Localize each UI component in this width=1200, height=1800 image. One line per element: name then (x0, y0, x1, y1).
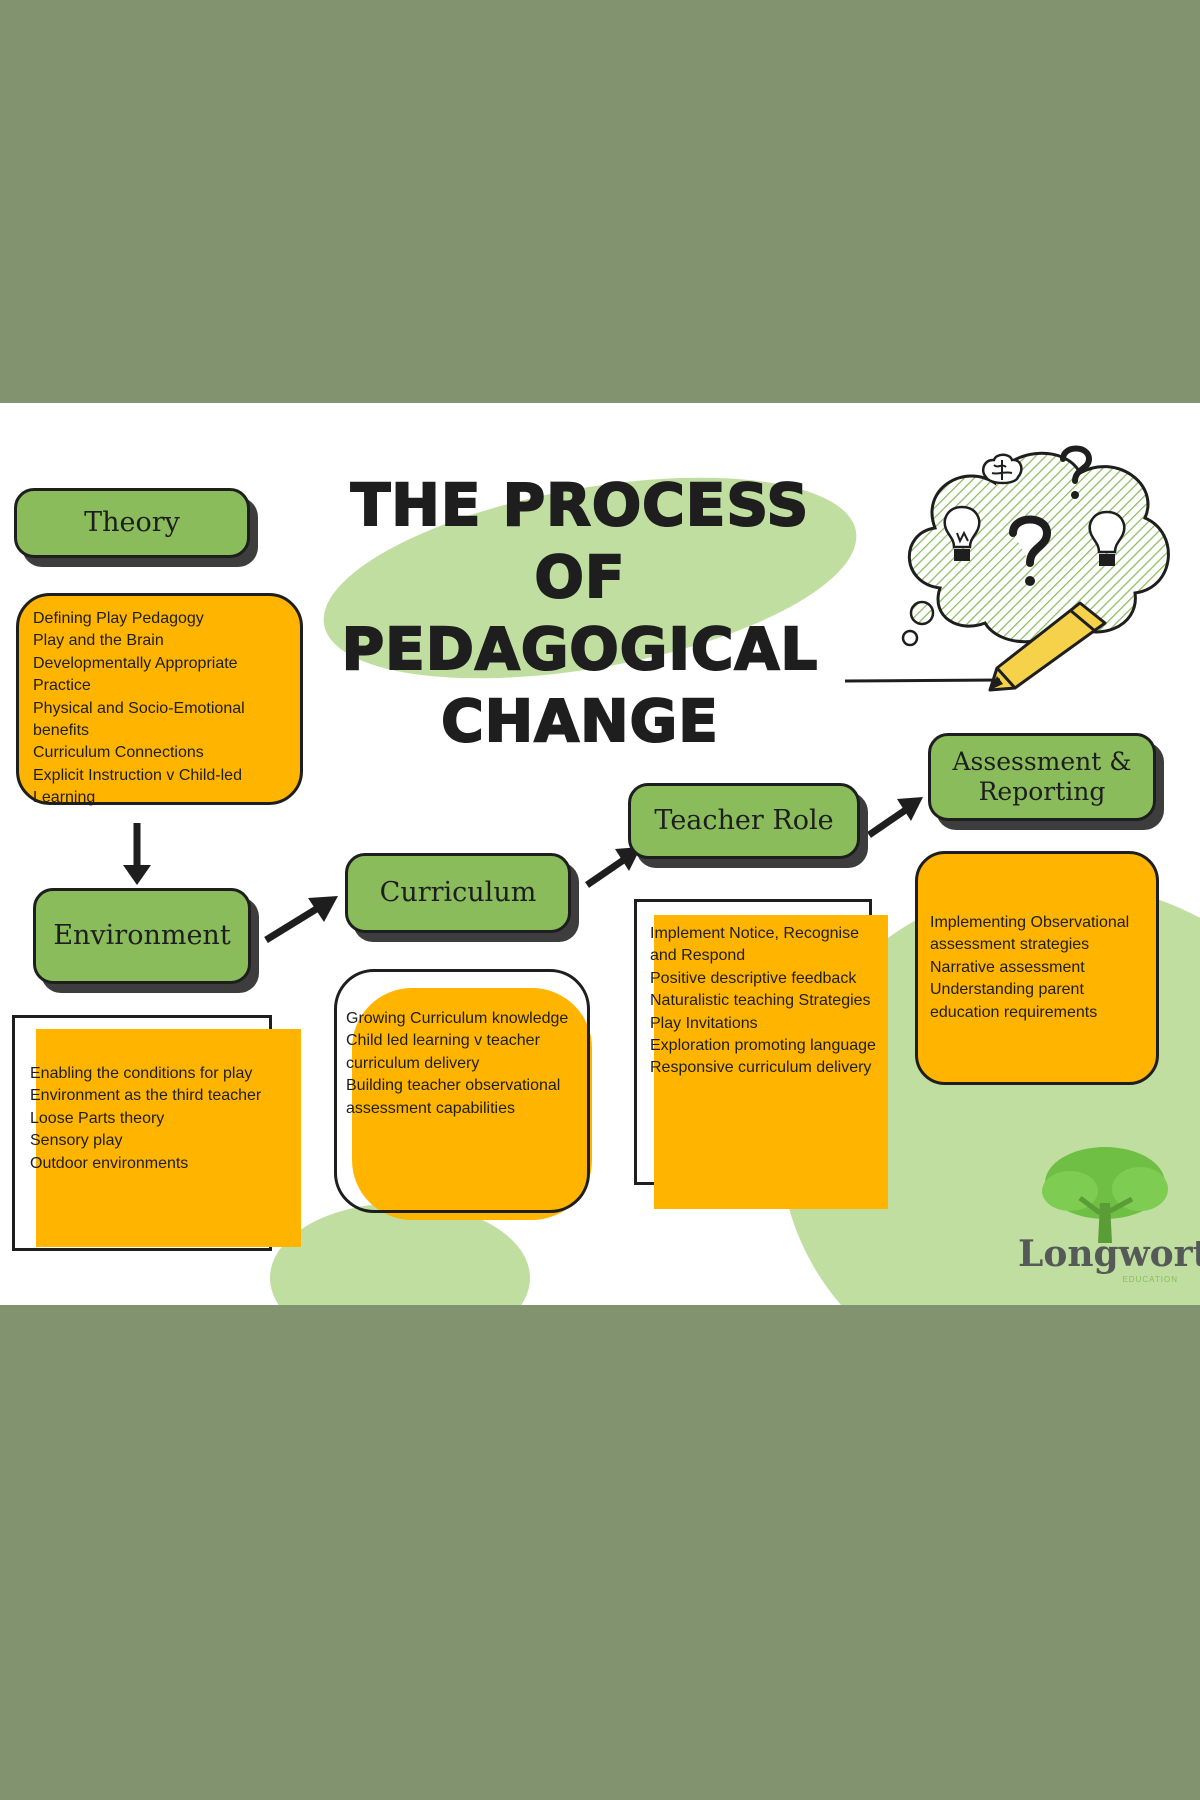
stage-teacher-role-pill: Teacher Role (628, 783, 860, 859)
title-line-1: THE PROCESS (350, 470, 810, 540)
list-item: Play Invitations (650, 1014, 758, 1032)
stage-curriculum-pill: Curriculum (345, 853, 571, 933)
arrow-right-icon (264, 896, 338, 943)
list-item: Positive descriptive feedback (650, 969, 857, 987)
list-item: Child led learning v teacher curriculum … (346, 1032, 540, 1072)
list-item: Exploration promoting language (650, 1037, 876, 1055)
question-mark-icon (1060, 445, 1093, 499)
question-mark-icon (1009, 515, 1052, 586)
stage-environment-card: Enabling the conditions for play Environ… (30, 1063, 270, 1175)
stage-environment-pill: Environment (33, 888, 251, 984)
list-item: Narrative assessment (930, 958, 1085, 976)
stage-curriculum-frame (334, 969, 590, 1213)
list-item: Sensory play (30, 1132, 123, 1150)
stage-theory-pill: Theory (14, 488, 250, 558)
lightbulb-icon (943, 505, 981, 561)
list-item: Naturalistic teaching Strategies (650, 992, 871, 1010)
list-item: Implementing Observational assessment st… (930, 914, 1130, 954)
title-line-2: OF (534, 542, 626, 612)
list-item: Defining Play Pedagogy (33, 610, 204, 627)
arrow-down-icon (123, 823, 151, 885)
stage-curriculum-card: Growing Curriculum knowledge Child led l… (346, 1008, 581, 1120)
logo-name: Longworth (1018, 1233, 1200, 1275)
poster: THE PROCESS OF PEDAGOGICAL CHANGE (0, 403, 1200, 1305)
stage-theory-card: Defining Play Pedagogy Play and the Brai… (16, 593, 303, 806)
list-item: Environment as the third teacher (30, 1087, 262, 1105)
list-item: Outdoor environments (30, 1154, 189, 1172)
title-underline (844, 678, 1001, 683)
stage-theory-label: Theory (84, 506, 180, 538)
list-item: Implement Notice, Recognise and Respond (650, 925, 859, 965)
page-title: THE PROCESS OF PEDAGOGICAL CHANGE (300, 469, 860, 757)
list-item: Explicit Instruction v Child-led Learnin… (33, 766, 242, 807)
tree-icon (1042, 1147, 1168, 1243)
pencil-icon (988, 601, 1107, 692)
arrow-right-icon (867, 797, 923, 838)
list-item: Responsive curriculum delivery (650, 1059, 872, 1077)
stage-assessment-pill: Assessment & Reporting (928, 733, 1156, 821)
list-item: Building teacher observational assessmen… (346, 1077, 561, 1117)
list-item: Curriculum Connections (33, 744, 204, 762)
logo-subtitle: EDUCATION (1122, 1275, 1178, 1284)
lightbulb-icon (1088, 510, 1126, 566)
list-item: Physical and Socio-Emotional benefits (33, 699, 245, 740)
title-line-3: PEDAGOGICAL (341, 614, 819, 684)
title-line-4: CHANGE (440, 686, 719, 756)
stage-teacher-role-fill (654, 915, 888, 1209)
brain-icon (982, 453, 1023, 485)
list-item: Understanding parent education requireme… (930, 981, 1098, 1021)
stage-teacher-role-card: Implement Notice, Recognise and Respond … (650, 923, 878, 1080)
stage-assessment-card: Implementing Observational assessment st… (915, 851, 1159, 1085)
stage-curriculum-label: Curriculum (379, 876, 537, 908)
stage-teacher-role-label: Teacher Role (654, 804, 834, 836)
list-item: Developmentally Appropriate Practice (33, 654, 238, 695)
list-item: Loose Parts theory (30, 1109, 165, 1127)
stage-assessment-label-line-2: Reporting (978, 777, 1106, 806)
stage-environment-fill (36, 1029, 301, 1247)
list-item: Play and the Brain (33, 632, 164, 650)
stage-assessment-label-line-1: Assessment & (952, 747, 1132, 776)
stage-environment-label: Environment (53, 919, 231, 951)
list-item: Enabling the conditions for play (30, 1065, 253, 1082)
list-item: Growing Curriculum knowledge (346, 1010, 569, 1027)
